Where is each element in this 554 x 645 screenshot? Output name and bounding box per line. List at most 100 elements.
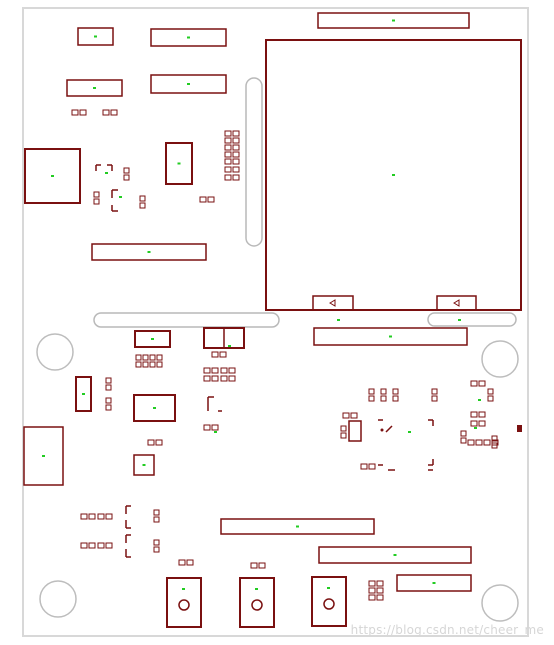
mounting-hole-top-left	[36, 333, 74, 371]
ic-sot-pin	[177, 162, 181, 165]
header-7-pin	[296, 525, 299, 528]
passive-pad	[80, 513, 88, 520]
passive-pad	[475, 439, 483, 446]
passive-pad	[258, 562, 266, 569]
passive-pad	[110, 109, 118, 116]
components-layer	[23, 12, 522, 628]
header-9	[396, 574, 472, 592]
ic-regulator	[133, 394, 176, 422]
passive-pad	[228, 375, 236, 382]
ic-sot	[165, 142, 193, 185]
connector-small-1-pin	[94, 35, 97, 38]
passive-pad	[392, 388, 399, 395]
passive-pad	[105, 404, 112, 411]
passive-pad	[203, 375, 211, 382]
mcu-outline	[378, 419, 434, 471]
passive-pad	[149, 354, 156, 361]
passive-pad	[71, 109, 79, 116]
passive-pad	[211, 367, 219, 374]
passive-pad	[211, 424, 219, 431]
passive-pad	[232, 130, 240, 137]
passive-pad	[232, 158, 240, 165]
header-9-pin	[432, 582, 436, 584]
crystal	[75, 376, 92, 412]
passive-pad	[491, 435, 498, 442]
passive-pad	[460, 437, 467, 444]
passive-pad	[380, 395, 387, 402]
passive-pad	[467, 439, 475, 446]
header-top-pin	[392, 19, 395, 22]
passive-pad	[156, 361, 163, 368]
mounting-hole-top-right	[481, 340, 519, 378]
passive-pad	[224, 144, 232, 151]
jack-1	[166, 577, 202, 628]
passive-pad	[135, 354, 142, 361]
header-4-pin	[93, 87, 96, 89]
passive-pad	[219, 351, 227, 358]
passive-pad	[88, 542, 96, 549]
header-2	[150, 28, 227, 47]
watermark-text: https://blog.csdn.net/cheer_me	[350, 623, 544, 637]
passive-pad	[232, 174, 240, 181]
passive-pad	[368, 388, 375, 395]
passive-pad	[470, 411, 478, 418]
slot-horizontal-right	[427, 312, 517, 327]
passive-pad	[250, 562, 258, 569]
passive-pad	[368, 395, 375, 402]
pin-marker	[105, 172, 108, 174]
header-8	[318, 546, 472, 564]
passive-pad	[491, 442, 498, 449]
jack-3	[311, 576, 347, 627]
header-8-pin	[393, 554, 397, 556]
passive-pad	[105, 542, 113, 549]
passive-pad	[224, 151, 232, 158]
passive-pad	[342, 412, 350, 419]
jack-1-pin	[182, 588, 185, 590]
ic-regulator-pin	[153, 407, 156, 409]
passive-pad	[224, 137, 232, 144]
pin-marker	[214, 431, 217, 433]
passive-pad	[153, 539, 160, 546]
header-2-pin	[187, 36, 190, 39]
passive-pad	[380, 388, 387, 395]
passive-pad	[431, 388, 438, 395]
passive-pad	[211, 375, 219, 382]
passive-pad	[79, 109, 87, 116]
header-6-pin	[389, 335, 392, 338]
passive-pad	[211, 351, 219, 358]
header-5	[91, 243, 207, 261]
connector-small-1	[77, 27, 114, 46]
header-top	[317, 12, 470, 29]
inductor-left	[24, 148, 81, 204]
connector-7	[134, 330, 171, 348]
header-6	[313, 327, 468, 346]
passive-pad	[88, 513, 96, 520]
passive-pad	[232, 144, 240, 151]
passive-pad	[199, 196, 207, 203]
passive-pad	[149, 361, 156, 368]
passive-pad	[483, 439, 491, 446]
jack-3-hole	[323, 598, 335, 610]
passive-pad	[431, 395, 438, 402]
passive-pad	[487, 395, 494, 402]
usb-connector-pin	[42, 455, 45, 457]
led-package	[133, 454, 155, 476]
passive-pad	[368, 594, 376, 601]
passive-pad	[470, 420, 478, 427]
passive-pad	[97, 542, 105, 549]
ic-sot-outline	[111, 189, 118, 212]
mounting-hole-bottom-right	[481, 584, 519, 622]
passive-pad	[155, 439, 163, 446]
passive-pad	[340, 425, 347, 432]
module-pad-right	[436, 295, 477, 311]
passive-pad	[224, 166, 232, 173]
passive-pad	[203, 424, 211, 431]
passive-pad	[139, 195, 146, 202]
jack-2	[239, 577, 275, 628]
passive-pad	[340, 432, 347, 439]
pin-marker	[119, 196, 122, 198]
passive-pad	[478, 411, 486, 418]
passive-pad	[232, 137, 240, 144]
passive-pad	[368, 587, 376, 594]
